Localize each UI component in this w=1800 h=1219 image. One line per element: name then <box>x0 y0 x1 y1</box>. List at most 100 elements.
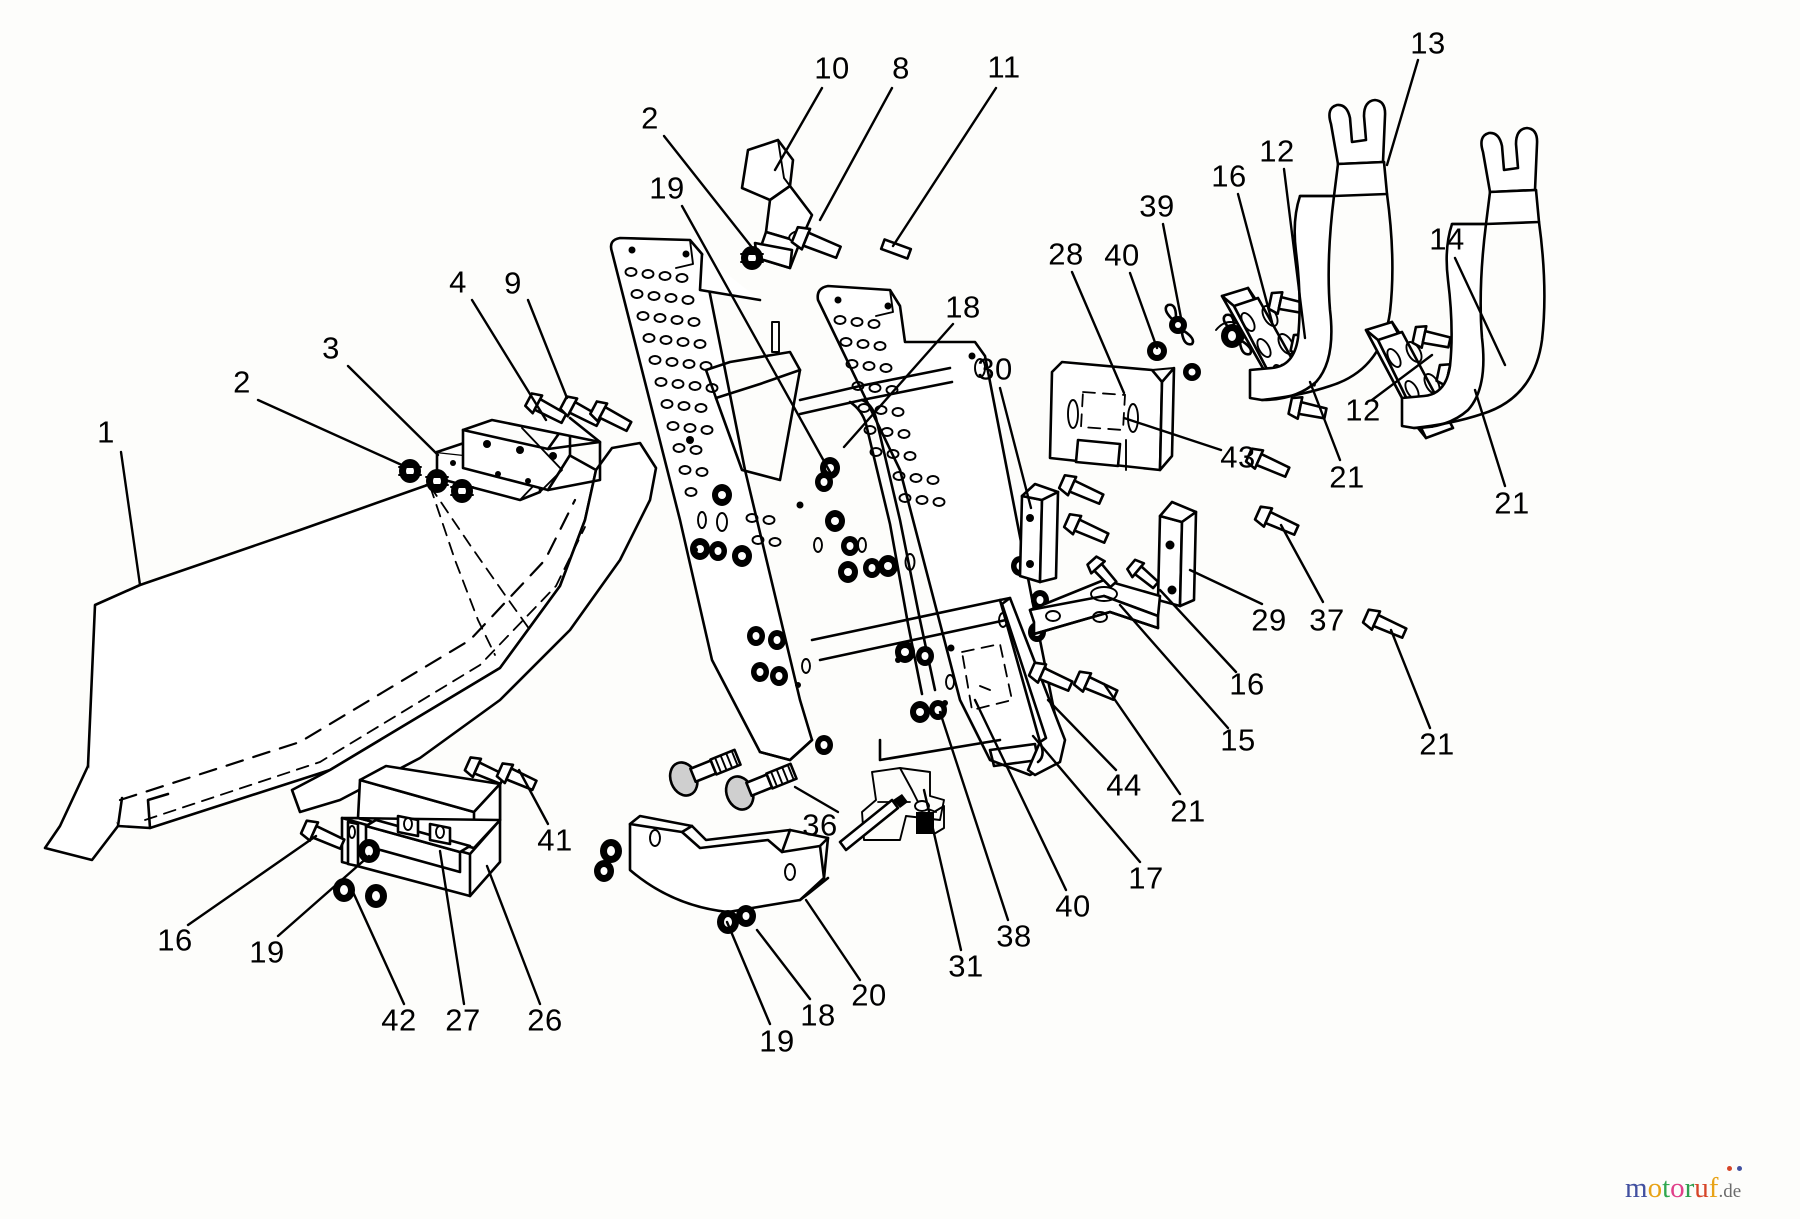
callout-label-9: 9 <box>504 265 522 301</box>
callout-label-2: 2 <box>641 100 659 136</box>
callout-label-21: 21 <box>1419 726 1455 762</box>
callout-label-19: 19 <box>649 170 685 206</box>
part-hex-bolts-41 <box>463 756 538 792</box>
leader-line-c08 <box>773 86 824 172</box>
leader-line-c17 <box>1282 167 1307 340</box>
leader-line-c04 <box>470 298 548 422</box>
callout-label-12: 12 <box>1345 392 1381 428</box>
leader-line-c25 <box>1279 523 1325 604</box>
part-wear-bar-27 <box>346 814 472 874</box>
wm-letter-o2: o <box>1670 1172 1685 1204</box>
callout-label-21: 21 <box>1494 485 1530 521</box>
callout-label-40: 40 <box>1055 888 1091 924</box>
callout-label-30: 30 <box>977 351 1013 387</box>
part-left-lift-arm-13 <box>1248 98 1394 402</box>
wm-letter-r: r <box>1684 1172 1695 1204</box>
leader-line-c14 <box>1128 271 1159 350</box>
leader-line-c30 <box>1102 682 1182 796</box>
leader-line-c12 <box>998 386 1033 510</box>
callout-label-15: 15 <box>1220 722 1256 758</box>
leader-line-c21 <box>1308 380 1342 462</box>
wm-letter-o1: o <box>1647 1172 1663 1204</box>
part-triangular-plate-15 <box>1028 555 1162 636</box>
leader-line-c31 <box>1031 734 1142 864</box>
part-flat-washer-40 <box>1147 341 1201 381</box>
leader-line-c15 <box>1161 222 1183 320</box>
callout-label-43: 43 <box>1220 439 1256 475</box>
part-right-lift-arm-14 <box>1400 126 1546 430</box>
part-hex-bolt-8 <box>790 225 842 260</box>
part-nut-10 <box>740 246 764 270</box>
callout-label-37: 37 <box>1309 602 1345 638</box>
callout-label-44: 44 <box>1106 767 1142 803</box>
leader-line-c26 <box>1158 588 1238 674</box>
callout-label-38: 38 <box>996 918 1032 954</box>
leader-line-c24 <box>1188 568 1264 606</box>
leader-line-c18 <box>1385 58 1420 167</box>
callout-label-29: 29 <box>1251 602 1287 638</box>
wm-letter-u: u <box>1694 1172 1709 1204</box>
part-hex-bolt-30a <box>1057 473 1105 506</box>
callout-label-20: 20 <box>851 977 887 1013</box>
callout-label-27: 27 <box>445 1002 481 1038</box>
part-push-frame-chassis <box>609 236 1067 777</box>
part-control-bracket-28 <box>1048 360 1176 472</box>
wm-suffix-de: .de <box>1718 1181 1742 1202</box>
leader-line-c29 <box>1046 698 1118 772</box>
callout-label-40: 40 <box>1104 237 1140 273</box>
part-latch-assembly-31 <box>838 767 945 852</box>
part-lower-guard-plate-20 <box>628 814 830 914</box>
callout-label-19: 19 <box>249 934 285 970</box>
leader-line-c41 <box>276 854 371 938</box>
leader-line-c16 <box>1236 192 1274 324</box>
part-blade-moldboard <box>43 441 658 862</box>
leader-line-c35 <box>793 785 840 814</box>
callout-label-8: 8 <box>892 50 910 86</box>
callout-label-36: 36 <box>802 807 838 843</box>
leader-line-c38 <box>725 920 772 1026</box>
part-mount-bracket <box>435 416 602 502</box>
part-hex-bolt-30b <box>1062 512 1110 545</box>
callout-label-17: 17 <box>1128 860 1164 896</box>
wm-letter-f: f <box>1708 1172 1719 1204</box>
leader-line-c39 <box>517 768 550 826</box>
leader-line-c06 <box>662 134 756 252</box>
callout-label-12: 12 <box>1259 133 1295 169</box>
callout-label-16: 16 <box>157 922 193 958</box>
callout-label-16: 16 <box>1229 666 1265 702</box>
leader-line-c03 <box>346 364 440 457</box>
leader-line-c28 <box>1389 628 1432 730</box>
callout-label-13: 13 <box>1410 25 1446 61</box>
wm-dot-red <box>1727 1166 1732 1171</box>
wm-dot-blue <box>1737 1166 1742 1171</box>
leader-line-c05 <box>526 298 569 400</box>
callout-label-3: 3 <box>322 330 340 366</box>
callout-label-19: 19 <box>759 1023 795 1059</box>
leader-line-c36 <box>804 898 862 982</box>
callout-label-41: 41 <box>537 822 573 858</box>
callout-label-31: 31 <box>948 948 984 984</box>
wm-letter-m: m <box>1625 1172 1648 1204</box>
callout-label-16: 16 <box>1211 158 1247 194</box>
leader-line-c33 <box>938 710 1010 922</box>
part-pin-11 <box>879 238 913 260</box>
leader-line-c44 <box>485 864 542 1006</box>
part-hex-bolt-16-left <box>299 819 346 851</box>
leader-line-c10 <box>891 86 998 248</box>
callout-label-21: 21 <box>1329 459 1365 495</box>
leader-line-c19 <box>1453 256 1507 367</box>
callout-label-11: 11 <box>987 49 1021 85</box>
callout-label-14: 14 <box>1429 221 1465 257</box>
callout-label-18: 18 <box>800 997 836 1033</box>
callout-label-28: 28 <box>1048 236 1084 272</box>
motoruf-watermark: motoruf.de <box>1625 1166 1742 1205</box>
callout-label-21: 21 <box>1170 793 1206 829</box>
leader-line-c01 <box>119 450 142 587</box>
part-side-brace-30 <box>1018 482 1060 584</box>
callout-label-18: 18 <box>945 289 981 325</box>
part-loose-hex-bolts-right <box>1027 447 1408 702</box>
leader-line-c42 <box>351 890 406 1006</box>
leader-line-c32 <box>973 698 1068 892</box>
